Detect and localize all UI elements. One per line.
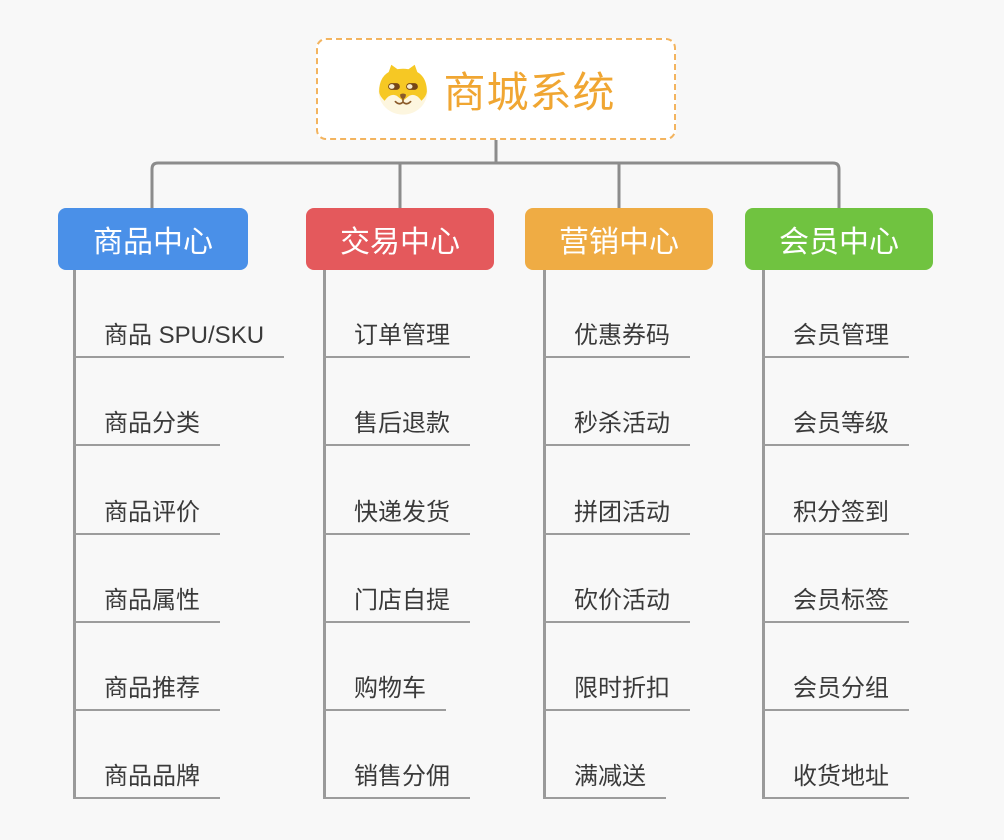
leaf-item: 会员等级 bbox=[762, 358, 909, 447]
leaf-item-label[interactable]: 订单管理 bbox=[323, 315, 470, 359]
leaf-item-label[interactable]: 秒杀活动 bbox=[543, 403, 690, 447]
leaf-item-label[interactable]: 商品推荐 bbox=[73, 668, 220, 711]
leaf-item-label[interactable]: 快递发货 bbox=[323, 492, 470, 535]
leaf-item: 满减送 bbox=[543, 711, 690, 800]
leaf-item: 限时折扣 bbox=[543, 623, 690, 711]
branch-label: 会员中心 bbox=[779, 226, 899, 259]
leaf-item-label[interactable]: 会员标签 bbox=[762, 580, 909, 623]
leaf-item-label[interactable]: 商品评价 bbox=[73, 492, 220, 535]
leaf-item: 砍价活动 bbox=[543, 535, 690, 623]
leaf-item-label[interactable]: 限时折扣 bbox=[543, 668, 690, 711]
leaf-item-label[interactable]: 优惠券码 bbox=[543, 315, 690, 359]
leaf-item-label[interactable]: 拼团活动 bbox=[543, 492, 690, 535]
leaf-item-label[interactable]: 销售分佣 bbox=[323, 756, 470, 800]
branch-node-marketing-center[interactable]: 营销中心 bbox=[525, 208, 713, 270]
leaf-item-label[interactable]: 商品分类 bbox=[73, 403, 220, 447]
leaf-item: 会员管理 bbox=[762, 270, 909, 359]
leaf-item: 会员分组 bbox=[762, 623, 909, 711]
branch-trunk-member: 会员管理 会员等级 积分签到 会员标签 会员分组 收货地址 bbox=[762, 270, 909, 800]
leaf-item: 商品属性 bbox=[73, 535, 284, 623]
branch-label: 营销中心 bbox=[559, 226, 679, 259]
leaf-item: 商品品牌 bbox=[73, 711, 284, 800]
leaf-item-label[interactable]: 会员管理 bbox=[762, 315, 909, 359]
leaf-item-label[interactable]: 会员等级 bbox=[762, 403, 909, 447]
dog-face-icon bbox=[379, 64, 428, 115]
leaf-item-label[interactable]: 门店自提 bbox=[323, 580, 470, 623]
leaf-item: 购物车 bbox=[323, 623, 470, 711]
leaf-item-label[interactable]: 积分签到 bbox=[762, 492, 909, 535]
leaf-item: 积分签到 bbox=[762, 446, 909, 535]
leaf-item: 销售分佣 bbox=[323, 711, 470, 800]
leaf-item: 订单管理 bbox=[323, 270, 470, 359]
branch-node-trade-center[interactable]: 交易中心 bbox=[306, 208, 494, 270]
branch-label: 交易中心 bbox=[340, 226, 460, 259]
leaf-item: 门店自提 bbox=[323, 535, 470, 623]
leaf-item: 售后退款 bbox=[323, 358, 470, 447]
branch-node-member-center[interactable]: 会员中心 bbox=[745, 208, 933, 270]
leaf-item: 优惠券码 bbox=[543, 270, 690, 359]
leaf-item-label[interactable]: 收货地址 bbox=[762, 756, 909, 800]
branch-label: 商品中心 bbox=[93, 226, 213, 259]
leaf-item: 商品评价 bbox=[73, 446, 284, 535]
leaf-item: 收货地址 bbox=[762, 711, 909, 800]
branch-trunk-marketing: 优惠券码 秒杀活动 拼团活动 砍价活动 限时折扣 满减送 bbox=[543, 270, 690, 800]
leaf-item: 秒杀活动 bbox=[543, 358, 690, 447]
root-node-title: 商城系统 bbox=[443, 68, 616, 116]
leaf-item-label[interactable]: 满减送 bbox=[543, 756, 666, 800]
leaf-item: 商品 SPU/SKU bbox=[73, 270, 285, 359]
leaf-item: 快递发货 bbox=[323, 446, 470, 535]
leaf-item-label[interactable]: 商品属性 bbox=[73, 580, 220, 623]
leaf-item-label[interactable]: 商品品牌 bbox=[73, 756, 220, 800]
branch-trunk-trade: 订单管理 售后退款 快递发货 门店自提 购物车 销售分佣 bbox=[323, 270, 470, 800]
leaf-item-label[interactable]: 砍价活动 bbox=[543, 580, 690, 623]
leaf-item-label[interactable]: 会员分组 bbox=[762, 668, 909, 711]
leaf-item-label[interactable]: 商品 SPU/SKU bbox=[73, 315, 285, 359]
leaf-item: 商品推荐 bbox=[73, 623, 284, 711]
branch-trunk-product: 商品 SPU/SKU 商品分类 商品评价 商品属性 商品推荐 商品品牌 bbox=[73, 270, 285, 800]
leaf-item: 会员标签 bbox=[762, 535, 909, 623]
leaf-item-label[interactable]: 购物车 bbox=[323, 668, 446, 711]
leaf-item: 商品分类 bbox=[73, 358, 284, 447]
leaf-item: 拼团活动 bbox=[543, 446, 690, 535]
leaf-item-label[interactable]: 售后退款 bbox=[323, 403, 470, 447]
root-node-mall-system[interactable]: 商城系统 bbox=[316, 38, 676, 140]
branch-node-product-center[interactable]: 商品中心 bbox=[58, 208, 248, 270]
